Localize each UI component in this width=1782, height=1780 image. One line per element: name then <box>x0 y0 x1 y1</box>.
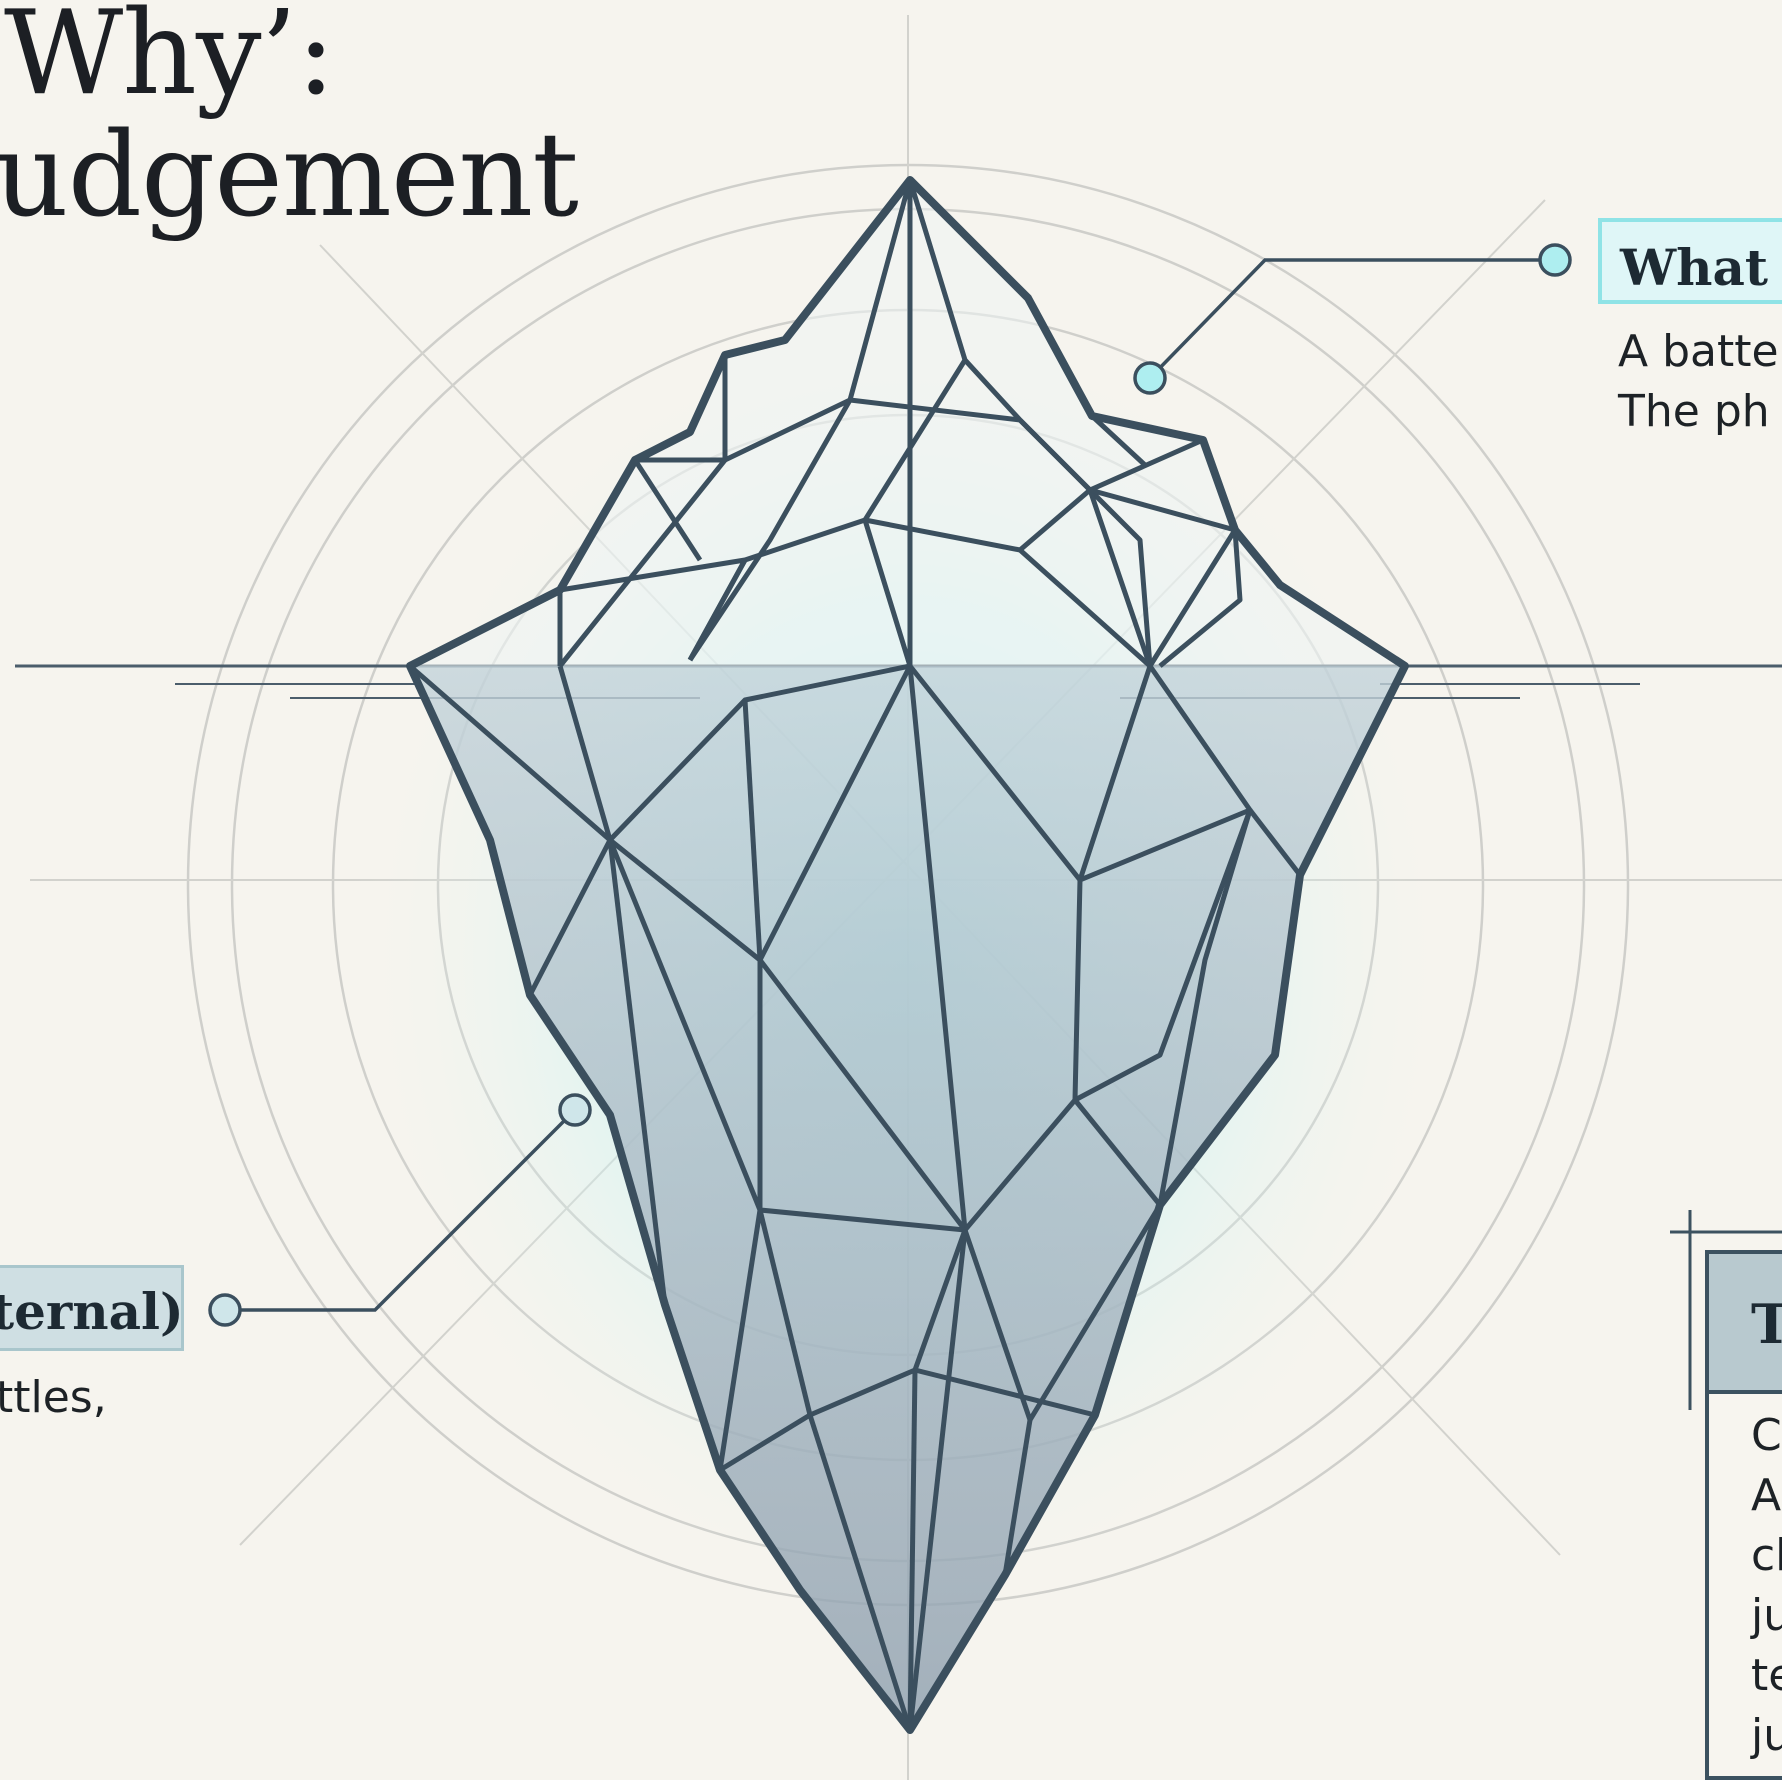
label-top-right-heading: What w <box>1598 218 1782 304</box>
label-top-right-description: A batte The ph <box>1618 322 1779 442</box>
label-left-heading: ternal) <box>0 1265 184 1351</box>
leader-dot-top-right-end <box>1538 243 1572 277</box>
callout-body: C A ch ju te ju <box>1751 1406 1782 1766</box>
callout-header: T <box>1709 1254 1782 1394</box>
leader-line-left <box>225 1108 577 1312</box>
leader-dot-left-end <box>208 1293 242 1327</box>
label-left-description: ttles, <box>0 1368 107 1428</box>
iceberg-underwater-body <box>410 666 1405 1730</box>
callout-line: A <box>1751 1470 1782 1521</box>
label-left-line-1: ttles, <box>0 1372 107 1423</box>
leader-dot-left-start <box>558 1093 592 1127</box>
callout-box: T C A ch ju te ju <box>1705 1250 1782 1780</box>
callout-line: ju <box>1751 1590 1782 1641</box>
callout-bracket <box>1670 1210 1782 1410</box>
page-title-line-2: udgement <box>0 108 579 243</box>
iceberg-facets <box>408 179 1302 1731</box>
callout-line: te <box>1751 1650 1782 1701</box>
callout-title: T <box>1751 1292 1782 1356</box>
leader-line-top-right <box>1148 258 1555 380</box>
callout-line: ch <box>1751 1530 1782 1581</box>
iceberg-outline <box>406 176 1409 1734</box>
label-top-right-line-1: A batte <box>1618 326 1779 377</box>
callout-line: ju <box>1751 1710 1782 1761</box>
callout-line: C <box>1751 1410 1782 1461</box>
leader-dot-top-right-start <box>1133 361 1167 395</box>
page-title-line-1: Why’: <box>4 0 335 121</box>
label-top-right-line-2: The ph <box>1618 386 1770 437</box>
